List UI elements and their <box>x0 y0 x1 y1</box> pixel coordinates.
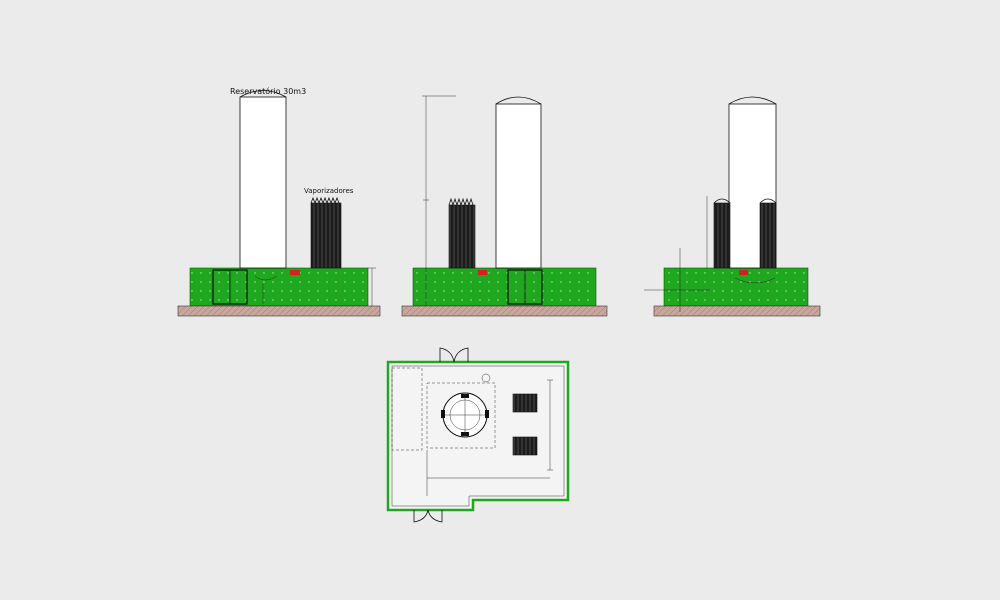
gate-swing-top <box>439 347 469 363</box>
storage-tank <box>495 103 542 269</box>
elevation-view-3 <box>644 96 821 317</box>
warning-sign <box>290 270 300 275</box>
foundation-slab <box>177 305 381 317</box>
foundation-slab <box>653 305 821 317</box>
plan-view <box>386 347 570 523</box>
vaporizer-unit <box>310 202 342 269</box>
foundation-slab <box>401 305 608 317</box>
green-wall <box>412 267 597 307</box>
gate-swing-bottom <box>413 509 443 523</box>
elevation-view-1: Reservatório 30m3 Vaporizadores <box>177 86 381 317</box>
plan-wall-outline <box>386 360 570 512</box>
green-wall <box>663 267 809 307</box>
vaporizer-plan <box>512 436 538 456</box>
storage-tank <box>239 96 287 269</box>
warning-sign <box>478 270 487 275</box>
green-wall <box>189 267 369 307</box>
vaporizer-unit <box>713 202 731 269</box>
elevation-view-2 <box>401 95 608 317</box>
label-reservoir: Reservatório 30m3 <box>230 86 306 96</box>
warning-sign <box>739 270 748 275</box>
vaporizer-plan <box>512 393 538 413</box>
vaporizer-unit <box>448 204 476 269</box>
label-vaporizers: Vaporizadores <box>304 187 354 195</box>
vaporizer-unit <box>759 202 777 269</box>
